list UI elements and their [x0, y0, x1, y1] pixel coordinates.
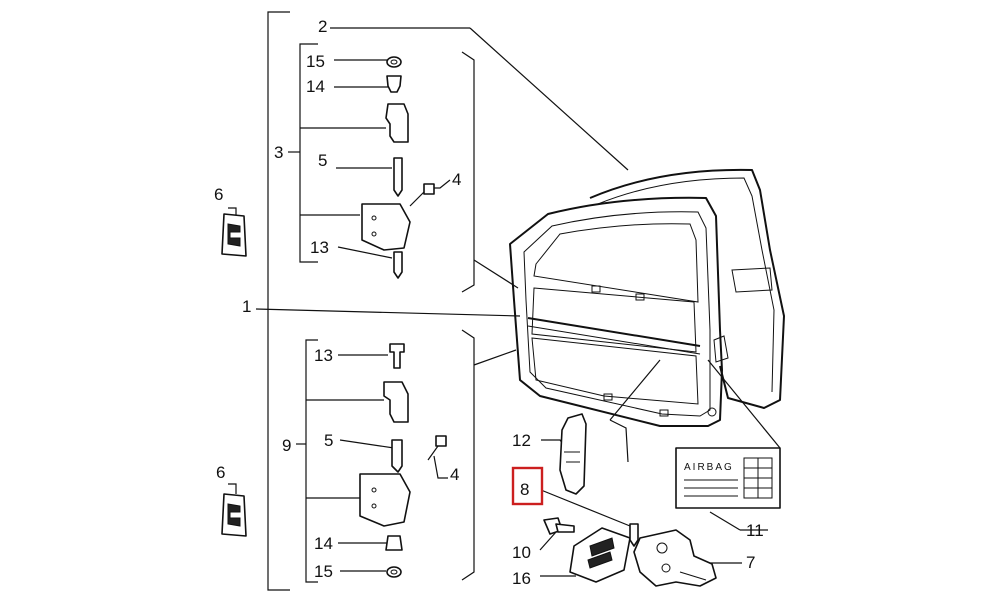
- callout-12: 12: [512, 431, 531, 450]
- door-lock-7: [633, 529, 717, 587]
- callout-2: 2: [318, 17, 327, 36]
- door-inner-frame: [509, 196, 723, 427]
- striker-pin-8: [629, 523, 639, 547]
- lower-hinge-group: [359, 343, 447, 578]
- door-assembly: [509, 168, 785, 427]
- callout-14-upper: 14: [306, 77, 325, 96]
- upper-hinge-group: [361, 56, 435, 279]
- highlight-box-8: [511, 466, 544, 506]
- handle-12: [559, 413, 587, 495]
- callout-13-upper: 13: [310, 238, 329, 257]
- callout-10: 10: [512, 543, 531, 562]
- hinge-bracket-lower: [383, 381, 409, 423]
- bolt-4-upper: [423, 183, 435, 195]
- callout-15-lower: 15: [314, 562, 333, 581]
- door-outer-panel: [589, 168, 785, 409]
- airbag-label-11: AIRBAG: [675, 447, 781, 509]
- screw-13-lower: [389, 343, 405, 369]
- hinge-pin-5-lower: [391, 439, 403, 473]
- callout-11: 11: [746, 521, 764, 540]
- callout-labels: 2 15 14 3 5 4 6 13 1 13 5 9 4 6 14 15 12…: [214, 17, 764, 588]
- hinge-plate-lower: [359, 473, 411, 527]
- callout-6-lower: 6: [216, 463, 225, 482]
- plate-16: [569, 527, 631, 583]
- bushing-14-upper: [386, 75, 402, 93]
- clip-6-upper: [221, 213, 247, 257]
- callout-3: 3: [274, 143, 283, 162]
- bolt-4-lower: [435, 435, 447, 447]
- callout-9: 9: [282, 436, 291, 455]
- washer-15-lower: [386, 566, 402, 578]
- callout-13-lower: 13: [314, 346, 333, 365]
- washer-15-upper: [386, 56, 402, 68]
- callout-1: 1: [242, 297, 251, 316]
- callout-4-upper: 4: [452, 170, 461, 189]
- callout-14-lower: 14: [314, 534, 333, 553]
- leader-lines: [228, 27, 781, 577]
- callout-8: 8: [520, 480, 529, 499]
- hinge-plate-upper: [361, 203, 411, 251]
- callout-5-lower: 5: [324, 431, 333, 450]
- callout-7: 7: [746, 553, 755, 572]
- callout-5-upper: 5: [318, 151, 327, 170]
- callout-4-lower: 4: [450, 465, 459, 484]
- callout-6-upper: 6: [214, 185, 223, 204]
- callout-16: 16: [512, 569, 531, 588]
- bracket-lines: [267, 11, 475, 591]
- clip-6-lower: [221, 493, 247, 537]
- airbag-text: AIRBAG: [684, 462, 734, 473]
- bushing-14-lower: [385, 535, 403, 551]
- callout-15-upper: 15: [306, 52, 325, 71]
- screw-13-upper: [393, 251, 403, 279]
- hinge-pin-5-upper: [393, 157, 403, 197]
- hinge-bracket-upper: [385, 103, 409, 143]
- bolt-10: [543, 517, 575, 535]
